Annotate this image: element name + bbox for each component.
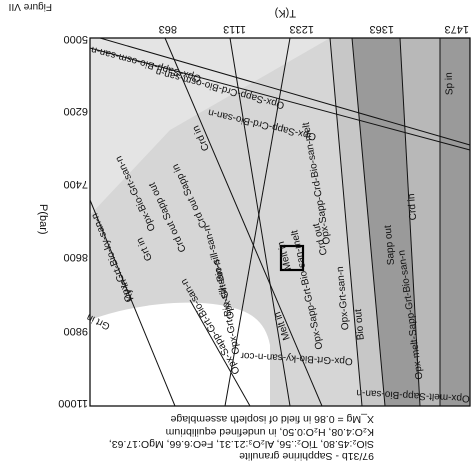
field-label-24: Crd in: [406, 193, 419, 221]
caption-sample: 97/31b - Sapphirine granulite: [239, 450, 374, 462]
left-tick-2: 7400: [64, 178, 88, 190]
field-label-23: Sapp out: [383, 225, 397, 266]
left-tick-0: 5000: [64, 33, 88, 45]
caption-composition: SiO₂:45.80, TiO₂:.56, Al₂O₃:21.31, FeO:6…: [109, 438, 374, 450]
left-tick-3: 8600: [64, 251, 88, 263]
line-b: [99, 37, 471, 146]
caption: X_Mg = 0.86 in field of isopleth assembl…: [109, 413, 374, 462]
line-grt2: [189, 299, 251, 407]
left-tick-5: 11000: [58, 397, 88, 409]
top-tick-2: 1233: [290, 23, 314, 35]
line-ky-in: [89, 199, 176, 407]
field-melt-band: [330, 38, 385, 406]
line-melt-in: [329, 37, 363, 407]
figure-label: Figure VII: [9, 1, 52, 12]
left-tick-4: 9800: [64, 325, 88, 337]
highlight-box: [279, 244, 305, 272]
caption-note: X_Mg = 0.86 in field of isopleth assembl…: [170, 413, 374, 425]
field-label-21: Bio out: [353, 308, 367, 340]
top-tick-1: 1113: [223, 23, 246, 35]
left-axis: 5000 6200 7400 8600 9800 11000 P(bar): [37, 33, 88, 409]
line-crd-in: [164, 37, 323, 407]
field-top-left: [90, 38, 330, 215]
top-axis: T(K) 863 1113 1233 1363 1473: [159, 7, 469, 35]
top-tick-0: 863: [159, 23, 177, 35]
field-bottom-left-white: [90, 302, 270, 406]
plot-frame: [89, 37, 471, 407]
line-sapp-out: [399, 37, 421, 407]
top-tick-3: 1363: [370, 23, 394, 35]
line-a: [89, 47, 471, 151]
left-tick-1: 6200: [64, 105, 88, 117]
field-label-27: Sp in: [444, 72, 456, 95]
top-tick-4: 1473: [445, 23, 469, 35]
top-axis-label: T(K): [275, 7, 296, 19]
reaction-lines: [89, 37, 471, 407]
line-grt-in: [224, 37, 291, 407]
left-axis-label: P(bar): [37, 204, 49, 235]
caption-fluid: K₂O:4.08, H₂O:0.50, in undefined equilib…: [165, 426, 374, 438]
line-crd-out: [229, 37, 291, 407]
line-bio-out: [351, 37, 386, 407]
field-right-mid: [400, 38, 440, 406]
